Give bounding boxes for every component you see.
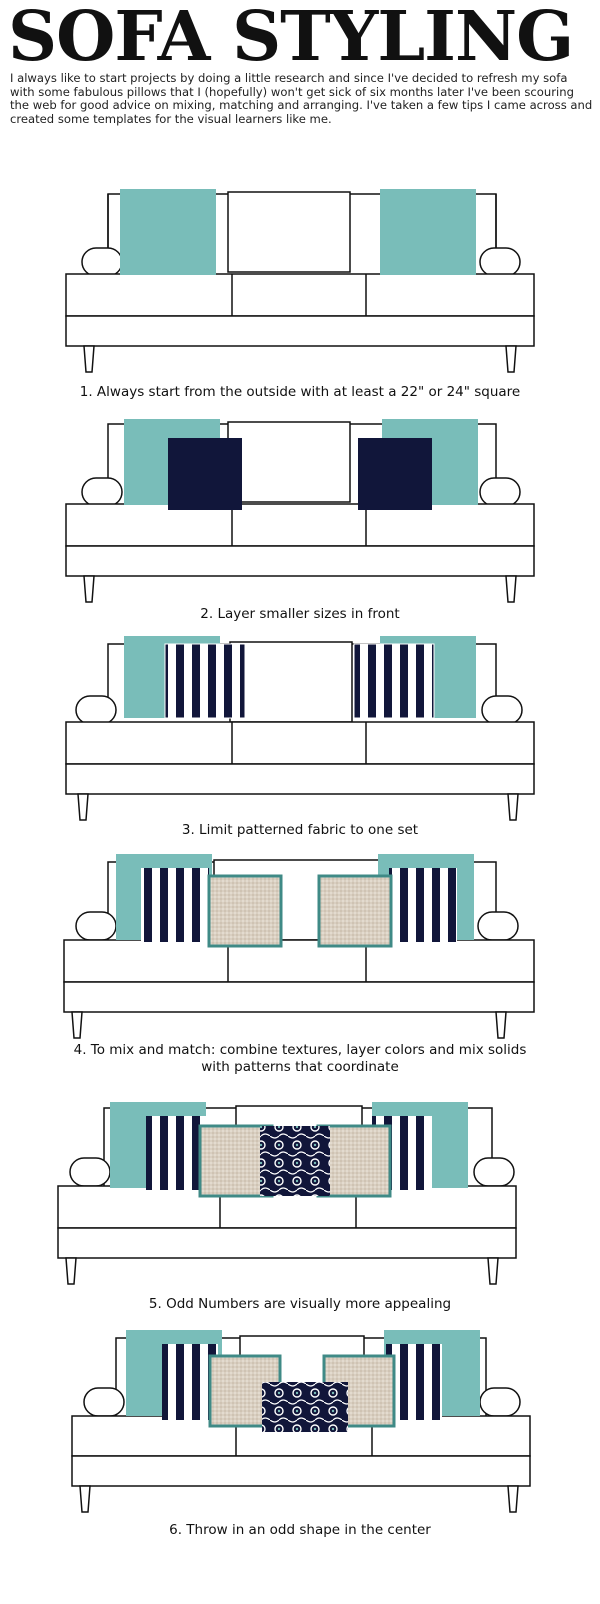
step-caption-5: 5. Odd Numbers are visually more appeali… [148,1296,452,1312]
damask-pillow-center [260,1126,330,1196]
teal-square-pillow-right [380,189,476,275]
striped-pillow-left [146,1116,206,1190]
striped-pillow-left [141,868,209,942]
step-caption-2: 2. Layer smaller sizes in front [200,606,400,622]
striped-pillow-left [164,643,246,719]
sofa-illustration-2 [65,419,535,603]
sofa-diagram-5: 5. Odd Numbers are visually more appeali… [0,1100,600,1316]
sofa-diagram-6: 6. Throw in an odd shape in the center [0,1330,600,1546]
sofa-illustration-6 [71,1330,531,1513]
step-caption-6: 6. Throw in an odd shape in the center [169,1522,431,1538]
sofa-illustration-5 [57,1102,517,1285]
sofa-diagram-4: 4. To mix and match: combine textures, l… [0,854,600,1075]
damask-lumbar-pillow-center [262,1382,348,1432]
linen-pillow-right [317,874,393,948]
striped-pillow-right [389,868,457,942]
step-caption-4: 4. To mix and match: combine textures, l… [0,1042,600,1076]
teal-square-pillow-left [120,189,216,275]
linen-pillow-left [207,874,283,948]
navy-pillow-right [358,438,432,510]
sofa-diagram-2: 2. Layer smaller sizes in front [0,416,600,632]
step-caption-4-line1: 4. To mix and match: combine textures, l… [73,1042,527,1058]
striped-pillow-right [353,643,435,719]
step-caption-3: 3. Limit patterned fabric to one set [181,822,419,838]
sofa-illustration-4 [63,854,535,1039]
sofa-illustration-1 [65,189,535,373]
navy-pillow-left [168,438,242,510]
step-caption-4-line2: with patterns that coordinate [201,1059,399,1075]
intro-paragraph: I always like to start projects by doing… [10,71,593,126]
sofa-diagram-3: 3. Limit patterned fabric to one set [0,636,600,852]
sofa-illustration-3 [65,636,535,821]
sofa-diagram-1: 1. Always start from the outside with at… [0,186,600,402]
step-caption-1: 1. Always start from the outside with at… [79,384,521,400]
page-title: SOFA STYLING [8,0,574,77]
